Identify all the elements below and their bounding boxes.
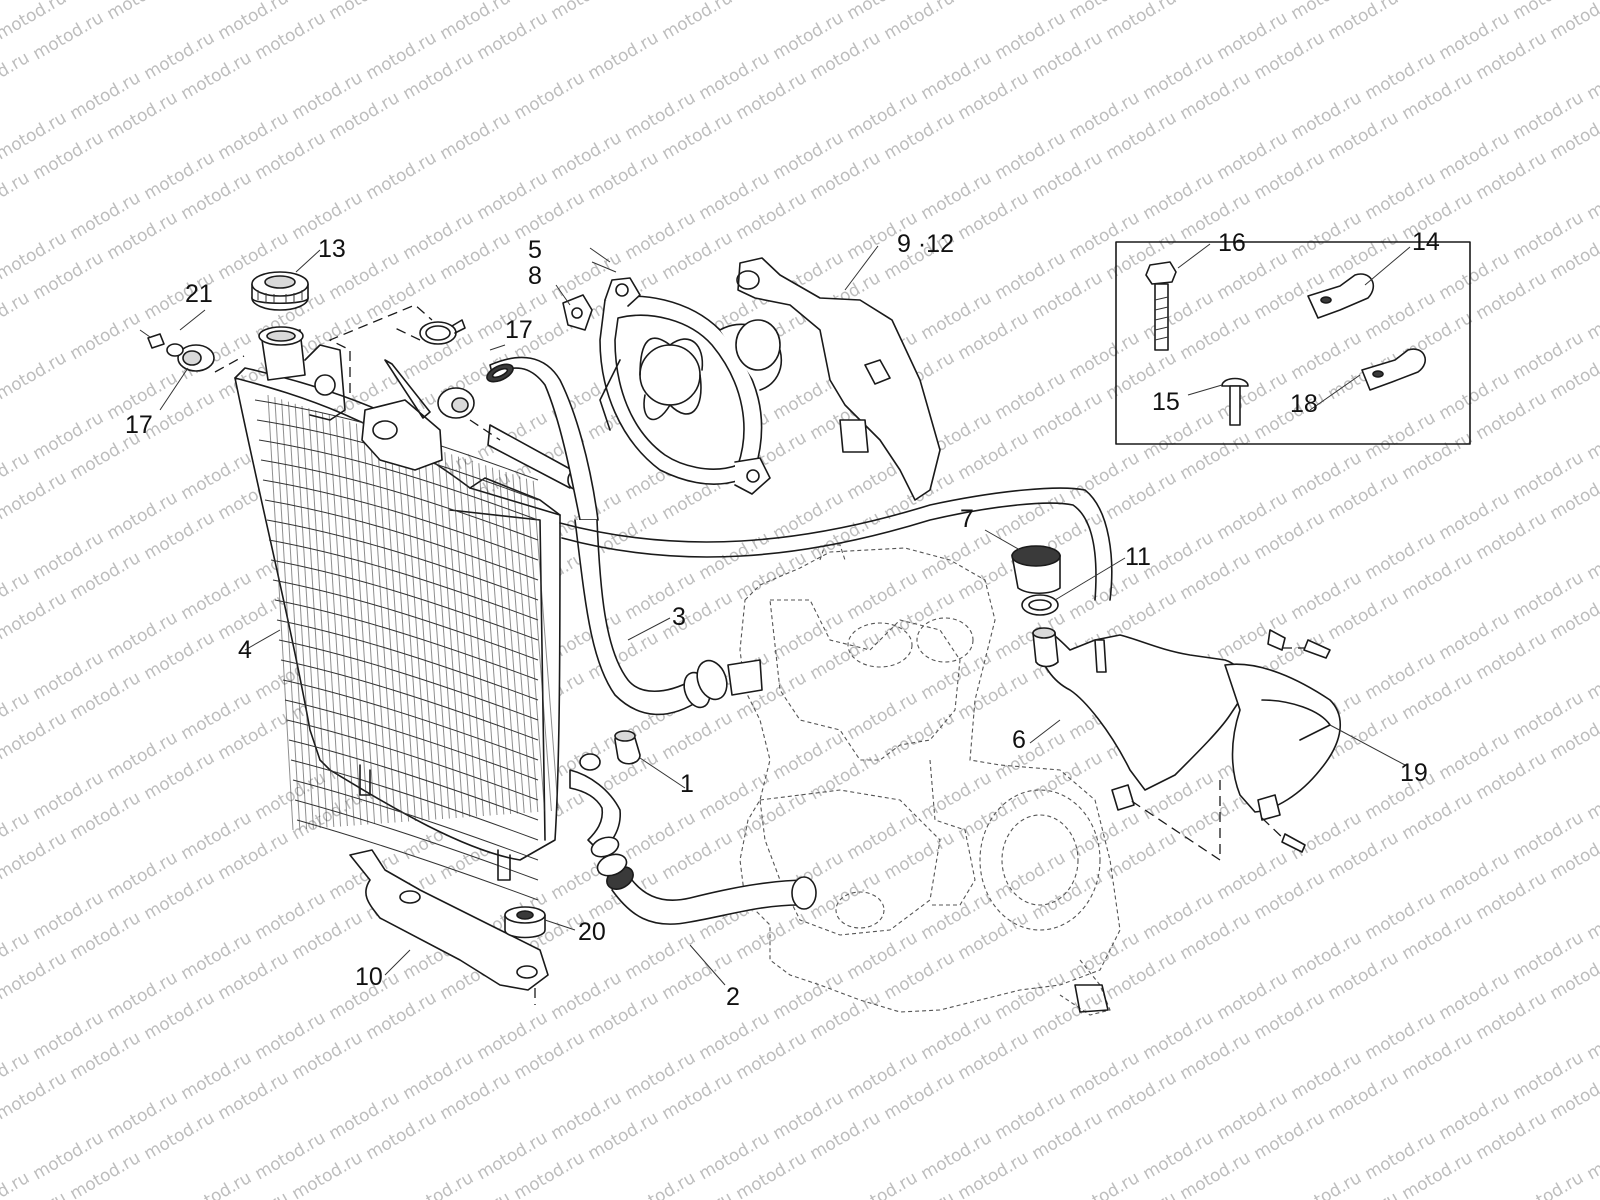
cooling-fan-icon [562, 277, 782, 495]
radiator-fin [288, 739, 539, 821]
callout-9-12: 9 ·12 [897, 230, 954, 258]
radiator-core-line [491, 467, 518, 814]
radiator-fin [274, 599, 539, 681]
callout-10: 10 [355, 963, 383, 991]
radiator-core-line [383, 432, 410, 822]
radiator-core-line [423, 445, 450, 819]
mounting-bracket-icon [349, 849, 549, 1005]
radiator-fin [284, 699, 539, 781]
radiator-fin [260, 459, 539, 541]
callout-6: 6 [1012, 726, 1026, 754]
radiator-core-line [417, 443, 444, 820]
radiator-core-line [321, 412, 348, 827]
radiator-core-line [281, 399, 308, 830]
radiator-icon [234, 326, 561, 901]
callout-16: 16 [1218, 229, 1246, 257]
radiator-fin [258, 439, 539, 521]
callout-5: 5 [528, 236, 542, 264]
radiator-fin [264, 499, 539, 581]
callout-17-right: 17 [505, 316, 533, 344]
radiator-core-line [532, 480, 559, 811]
radiator-core-line [342, 419, 369, 825]
callout-4: 4 [238, 636, 252, 664]
fastener-kit-icon [1115, 241, 1471, 445]
radiator-core-line [362, 425, 389, 824]
callout-17-left: 17 [125, 411, 153, 439]
radiator-core-line [512, 474, 539, 813]
radiator-core-line [403, 438, 430, 821]
radiator-fin [266, 519, 539, 601]
radiator-core-line [267, 394, 294, 831]
grommet-icon [139, 329, 583, 490]
radiator-core-line [274, 397, 301, 830]
callout-2: 2 [726, 983, 740, 1011]
callout-13: 13 [318, 235, 346, 263]
radiator-fin [294, 799, 539, 881]
radiator-core-line [444, 452, 471, 818]
radiator-core-line [355, 423, 382, 824]
fan-shroud-icon [736, 257, 941, 501]
radiator-core-line [485, 465, 512, 815]
callout-8: 8 [528, 262, 542, 290]
radiator-core-line [410, 441, 437, 820]
grommet-icon [504, 906, 546, 939]
thermostat-icon [1011, 545, 1061, 616]
radiator-core-line [396, 436, 423, 821]
radiator-core-line [287, 401, 314, 829]
engine-icon [739, 544, 1121, 1016]
radiator-core-line [437, 449, 464, 818]
coolant-hose-icon [486, 356, 599, 521]
callout-7: 7 [960, 505, 974, 533]
radiator-fin [290, 759, 539, 841]
radiator-fin [268, 539, 539, 621]
radiator-core-line [464, 458, 491, 816]
radiator-core-line [328, 414, 355, 826]
callout-labels: 1 2 3 4 5 6 7 8 9 ·12 10 11 13 14 15 16 … [125, 228, 1440, 1011]
radiator-cap-icon [251, 271, 309, 311]
callout-20: 20 [578, 918, 606, 946]
radiator-core-line [294, 403, 321, 829]
radiator-fin [292, 779, 539, 861]
callout-19: 19 [1400, 759, 1428, 787]
radiator-core-line [505, 471, 532, 813]
radiator-fin [296, 819, 539, 901]
callout-14: 14 [1412, 228, 1440, 256]
radiator-core-line [471, 460, 498, 816]
radiator-core-line [369, 427, 396, 823]
radiator-core-line [315, 410, 342, 827]
coolant-hose-icon [574, 519, 763, 716]
callout-11: 11 [1125, 543, 1151, 571]
radiator-fin [286, 719, 539, 801]
radiator-fin [276, 619, 539, 701]
radiator-core-line [308, 408, 335, 828]
radiator-core-line [451, 454, 478, 817]
radiator-core-line [498, 469, 525, 814]
radiator-core-line [335, 416, 362, 826]
callout-21: 21 [185, 280, 213, 308]
radiator-core-line [478, 463, 505, 815]
leader-lines [159, 243, 1411, 986]
radiator-core-line [430, 447, 457, 819]
callout-18: 18 [1290, 390, 1318, 418]
radiator-core-line [525, 478, 552, 812]
water-pump-cover-icon [1032, 627, 1341, 853]
radiator-core-line [349, 421, 376, 825]
radiator-fin [280, 659, 539, 741]
hose-clamp-icon [419, 319, 466, 345]
callout-1: 1 [680, 770, 694, 798]
radiator-core-line [519, 476, 546, 812]
radiator-core-line [389, 434, 416, 822]
coolant-hose-icon [569, 769, 817, 925]
temperature-sensor-icon [579, 730, 641, 771]
radiator-core-line [457, 456, 484, 817]
callout-15: 15 [1152, 388, 1180, 416]
radiator-fin [278, 639, 539, 721]
callout-3: 3 [672, 603, 686, 631]
radiator-core-line [301, 405, 328, 828]
radiator-core-line [376, 430, 403, 823]
